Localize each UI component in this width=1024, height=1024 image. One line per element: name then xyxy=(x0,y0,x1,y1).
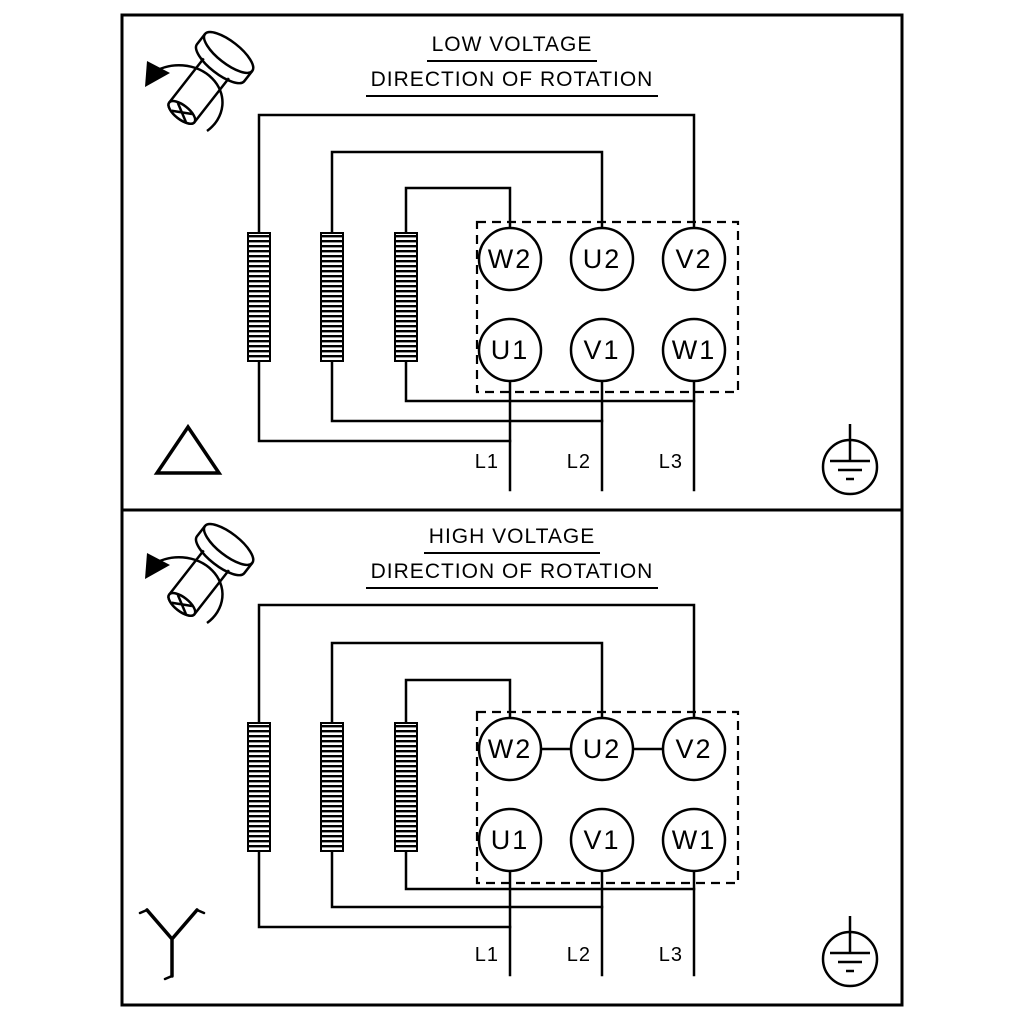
terminal-W2-label: W2 xyxy=(488,244,533,274)
panel-low-voltage: W2 U2 V2 U1 V1 W1 L1 L2 L3 xyxy=(145,30,879,496)
motor-rotation-icon xyxy=(145,30,255,133)
terminals: W2 U2 V2 U1 V1 W1 xyxy=(477,226,727,383)
terminal-U1-label: U1 xyxy=(491,335,530,365)
supply-label-L2: L2 xyxy=(567,451,591,473)
terminal-box xyxy=(475,220,740,394)
panel-subtitle: DIRECTION OF ROTATION xyxy=(365,68,659,97)
high-voltage-heading: HIGH VOLTAGE DIRECTION OF ROTATION xyxy=(122,525,902,589)
delta-symbol xyxy=(153,423,223,475)
wire-coil1-to-U1 xyxy=(257,849,512,929)
motor-rotation-icon xyxy=(145,522,255,625)
wire-coil2-to-V1 xyxy=(330,849,604,909)
wire-coil2-to-U2 xyxy=(330,150,604,235)
rotation-arrowhead xyxy=(145,553,170,579)
supply-label-L3: L3 xyxy=(659,944,683,966)
coil-winding-2 xyxy=(320,722,344,852)
wire-coil2-to-U2 xyxy=(330,641,604,725)
terminal-V2-label: V2 xyxy=(675,734,712,764)
coil-winding-2 xyxy=(320,232,344,362)
terminal-V1 xyxy=(569,317,635,383)
stator-wiring xyxy=(257,113,696,492)
terminal-W1-label: W1 xyxy=(672,335,717,365)
terminal-V1-label: V1 xyxy=(583,825,620,855)
wire-coil3-to-W2 xyxy=(404,678,512,725)
supply-label-L1: L1 xyxy=(475,944,499,966)
coil-winding-1 xyxy=(247,722,271,852)
supply-label-L1: L1 xyxy=(475,451,499,473)
terminal-W2 xyxy=(477,716,543,782)
rotation-arrow xyxy=(150,556,224,625)
terminal-U2-label: U2 xyxy=(583,244,622,274)
coil-winding-3 xyxy=(394,232,418,362)
terminal-V1 xyxy=(569,807,635,873)
terminal-W2 xyxy=(477,226,543,292)
rotation-arrowhead xyxy=(145,61,170,87)
wire-coil3-to-W1 xyxy=(404,359,696,403)
rotation-arrow xyxy=(150,64,224,133)
terminal-W1 xyxy=(661,317,727,383)
supply-label-L3: L3 xyxy=(659,451,683,473)
terminal-U1 xyxy=(477,317,543,383)
star-symbol xyxy=(138,908,206,981)
motor-shaft xyxy=(167,522,255,617)
wire-coil1-to-V2 xyxy=(257,603,696,725)
terminal-V2 xyxy=(661,226,727,292)
terminal-W2-label: W2 xyxy=(488,734,533,764)
low-voltage-heading: LOW VOLTAGE DIRECTION OF ROTATION xyxy=(122,33,902,97)
terminal-V2 xyxy=(661,716,727,782)
wire-coil3-to-W1 xyxy=(404,849,696,891)
terminal-V2-label: V2 xyxy=(675,244,712,274)
terminal-U2 xyxy=(569,226,635,292)
terminal-box xyxy=(475,710,740,885)
terminal-W1 xyxy=(661,807,727,873)
terminal-W1-label: W1 xyxy=(672,825,717,855)
panel-title: HIGH VOLTAGE xyxy=(423,525,601,554)
wire-coil3-to-W2 xyxy=(404,186,512,235)
motor-shaft xyxy=(167,30,255,125)
earth-ground-icon xyxy=(821,916,879,988)
terminal-U1-label: U1 xyxy=(491,825,530,855)
terminals: W2 U2 V2 U1 V1 W1 xyxy=(477,716,727,873)
terminal-V1-label: V1 xyxy=(583,335,620,365)
wire-coil1-to-U1 xyxy=(257,359,512,443)
supply-label-L2: L2 xyxy=(567,944,591,966)
wire-coil1-to-V2 xyxy=(257,113,696,235)
panel-subtitle: DIRECTION OF ROTATION xyxy=(365,560,659,589)
wire-coil2-to-V1 xyxy=(330,359,604,423)
coil-winding-3 xyxy=(394,722,418,852)
earth-ground-icon xyxy=(821,424,879,496)
panel-high-voltage: W2 U2 V2 U1 V1 W1 L1 L2 L3 xyxy=(138,522,879,988)
coil-winding-1 xyxy=(247,232,271,362)
stator-wiring xyxy=(257,603,696,977)
terminal-U1 xyxy=(477,807,543,873)
terminal-U2-label: U2 xyxy=(583,734,622,764)
panel-title: LOW VOLTAGE xyxy=(426,33,598,62)
terminal-U2 xyxy=(569,716,635,782)
